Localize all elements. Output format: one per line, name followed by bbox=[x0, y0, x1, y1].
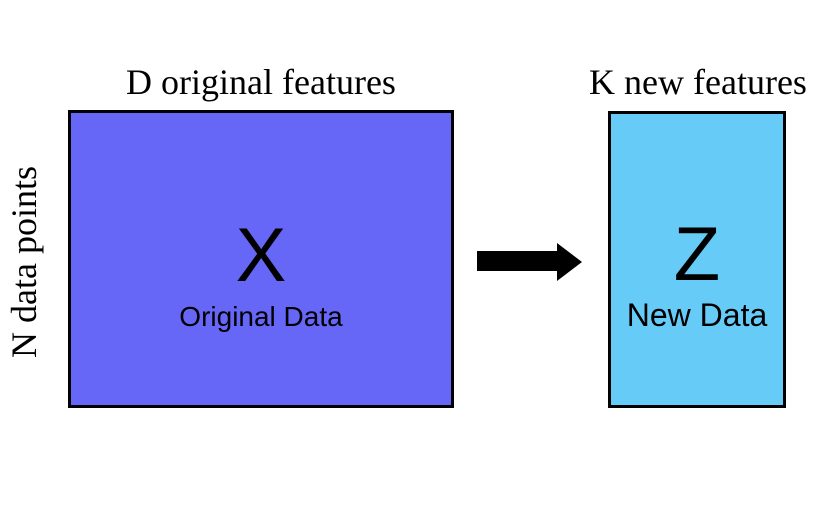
original-matrix-side-label: N data points bbox=[4, 166, 44, 358]
new-data-symbol: Z bbox=[673, 212, 721, 297]
right-arrow-shape bbox=[477, 243, 582, 281]
original-matrix-top-label: D original features bbox=[126, 62, 396, 102]
right-arrow-icon bbox=[477, 243, 582, 281]
new-data-matrix: Z New Data bbox=[608, 111, 786, 408]
new-data-caption: New Data bbox=[626, 297, 768, 333]
original-data-symbol: X bbox=[235, 213, 287, 298]
original-data-matrix: X Original Data bbox=[68, 110, 454, 408]
new-matrix-top-label: K new features bbox=[589, 62, 807, 102]
original-data-caption: Original Data bbox=[179, 301, 343, 332]
